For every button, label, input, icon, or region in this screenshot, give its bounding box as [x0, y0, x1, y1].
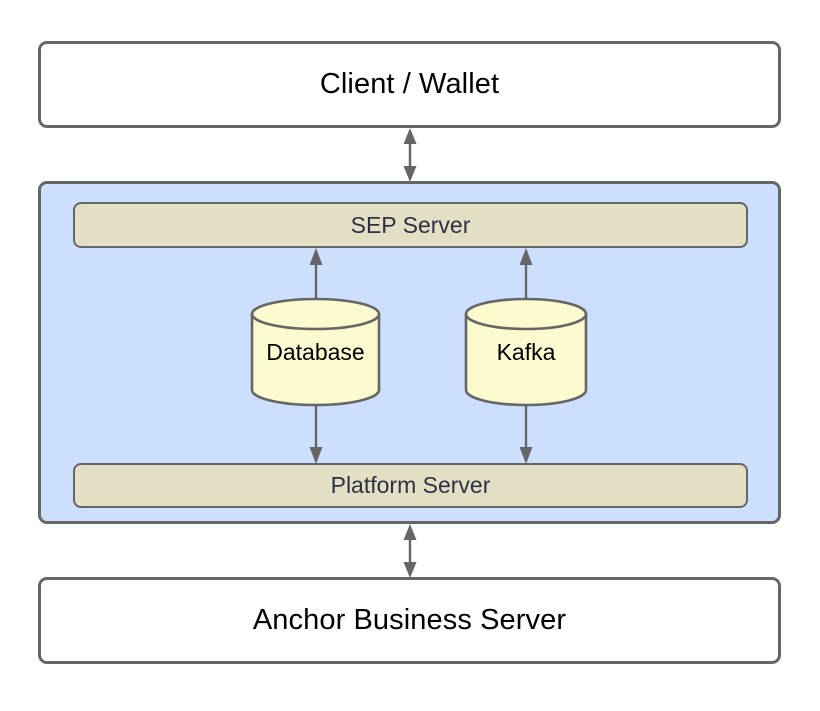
- edge-kafka-to-platform-server: [515, 406, 537, 464]
- edge-group-to-anchor: [392, 524, 428, 578]
- node-sep-server[interactable]: SEP Server: [73, 202, 748, 248]
- node-platform-server[interactable]: Platform Server: [73, 463, 748, 508]
- node-platform-server-label: Platform Server: [330, 472, 491, 498]
- node-client-wallet[interactable]: Client / Wallet: [38, 41, 781, 128]
- node-kafka[interactable]: Kafka: [464, 297, 588, 407]
- node-anchor-business-server[interactable]: Anchor Business Server: [38, 577, 781, 664]
- node-sep-server-label: SEP Server: [350, 211, 471, 238]
- edge-client-to-group: [392, 128, 428, 182]
- edge-database-to-platform-server: [305, 406, 327, 464]
- node-anchor-business-server-label: Anchor Business Server: [252, 604, 567, 636]
- node-database[interactable]: Database: [250, 297, 381, 407]
- node-client-wallet-label: Client / Wallet: [319, 68, 500, 100]
- edge-database-to-sep-server: [305, 248, 327, 298]
- edge-kafka-to-sep-server: [515, 248, 537, 298]
